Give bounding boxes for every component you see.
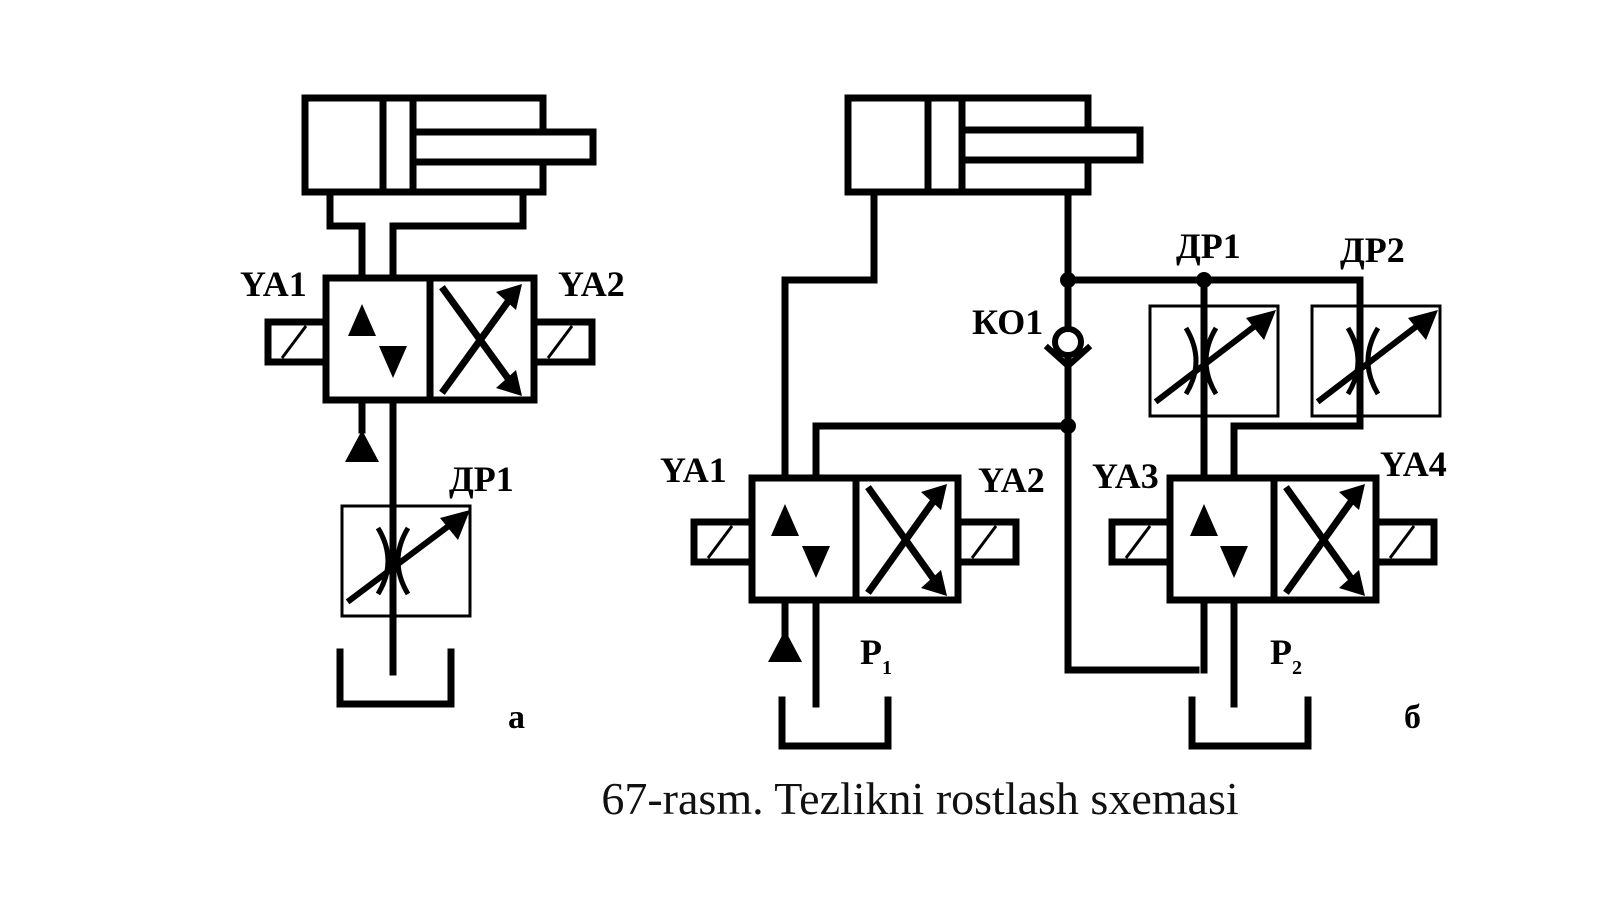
label-ko1: КО1: [972, 302, 1043, 342]
solenoid-ya2-b: [954, 518, 1020, 566]
label-ya4: YA4: [1380, 444, 1447, 484]
arrow-down-a: [379, 346, 407, 378]
label-sub-b: б: [1404, 699, 1421, 736]
label-dr1-a: ДР1: [449, 459, 514, 499]
solenoid-ya3: [1108, 518, 1174, 566]
figure-caption: 67-rasm. Tezlikni rostlash sxemasi: [601, 773, 1239, 824]
label-ya1-a: YA1: [240, 264, 307, 304]
pump-arrow-b1: [768, 630, 802, 662]
valve-b2: [1108, 474, 1438, 604]
label-dr2: ДР2: [1340, 230, 1405, 270]
pump-arrow-a: [345, 430, 379, 462]
label-sub-a: а: [508, 699, 525, 736]
label-ya2-a: YA2: [558, 264, 625, 304]
line-b-mid: [812, 422, 1072, 708]
diagram-b: YA1 YA2 YA3 YA4 ДР1 ДР2 КО1 P1 P2 б: [660, 94, 1447, 750]
solenoid-ya1-b: [690, 518, 756, 566]
throttle-dr1-a: [340, 504, 472, 618]
line-a-right: [389, 188, 527, 676]
throttle-dr2: [1310, 304, 1442, 418]
label-ya3: YA3: [1092, 456, 1159, 496]
check-valve-ko1: [1043, 326, 1093, 371]
tank-b1: [778, 696, 892, 750]
cylinder-b: [844, 94, 1144, 196]
valve-a: [264, 274, 596, 404]
label-p1: P1: [860, 632, 892, 679]
cylinder-a: [301, 94, 597, 196]
line-b-left: [781, 188, 878, 644]
solenoid-ya1-a: [264, 318, 330, 366]
label-ya1-b: YA1: [660, 450, 727, 490]
throttle-dr1-b: [1148, 304, 1280, 418]
tank-a: [336, 648, 455, 708]
label-ya2-b: YA2: [978, 460, 1045, 500]
arrow-up-a: [348, 304, 376, 336]
tank-b2: [1188, 696, 1312, 750]
valve-b1: [690, 474, 1020, 604]
label-dr1-b: ДР1: [1176, 226, 1241, 266]
diagram-a: YA1 YA2 ДР1 а: [240, 94, 625, 736]
solenoid-ya4: [1372, 518, 1438, 566]
label-p2: P2: [1270, 632, 1302, 679]
solenoid-ya2-a: [530, 318, 596, 366]
